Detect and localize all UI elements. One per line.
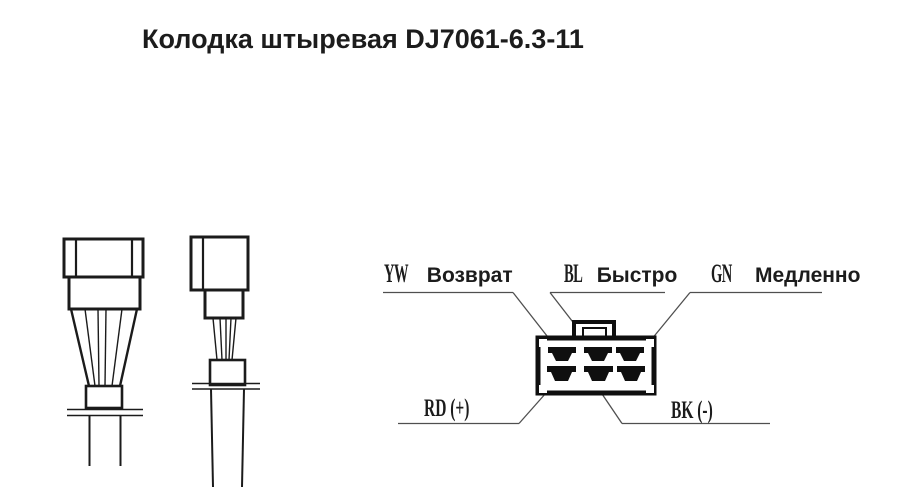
connector-body <box>535 335 657 396</box>
cable-sleeve <box>84 384 124 410</box>
leader-rd <box>518 392 547 424</box>
pin-top-right <box>616 347 644 361</box>
pin-function-text: Быстро <box>596 264 678 287</box>
cable-sleeve <box>208 358 247 387</box>
pin-bottom-left <box>547 366 576 381</box>
wire-color-code: BL <box>564 259 583 288</box>
leader-lines <box>383 291 822 425</box>
pin-function-text: Возврат <box>426 264 513 287</box>
pin-cavities <box>547 347 645 381</box>
connector-side-view <box>189 235 260 488</box>
pin-top-middle <box>584 347 612 361</box>
wire-color-code: YW <box>384 259 409 288</box>
wire-fan-inner <box>84 308 123 387</box>
housing-top-block <box>189 235 250 292</box>
pin-bottom-right <box>617 366 645 381</box>
page-title: Колодка штыревая DJ7061-6.3-11 <box>142 24 584 54</box>
wire-fan <box>69 308 139 387</box>
wire-color-code: GN <box>711 259 732 288</box>
pin-label-bl: BL Быстро <box>564 261 677 288</box>
pin-label-rd: RD (+) <box>424 396 497 421</box>
wire-color-code: RD (+) <box>424 395 470 422</box>
wire-color-code: BK (-) <box>671 397 713 424</box>
cable-line <box>210 388 214 488</box>
wire-fan <box>212 317 237 361</box>
pin-label-bk: BK (-) <box>671 398 738 423</box>
pin-label-yw: YW Возврат <box>384 261 513 288</box>
pin-label-gn: GN Медленно <box>711 261 860 288</box>
pin-top-left <box>548 347 576 361</box>
housing-lower-block <box>67 275 142 311</box>
housing-lower-block <box>203 288 245 320</box>
corner-notches <box>539 339 654 393</box>
connector-front-view <box>62 237 145 466</box>
pin-diagram <box>535 320 657 396</box>
cable-line <box>241 388 245 488</box>
leader-gn <box>650 292 691 341</box>
pin-bottom-middle <box>584 366 613 381</box>
pin-function-text: Медленно <box>755 264 861 287</box>
